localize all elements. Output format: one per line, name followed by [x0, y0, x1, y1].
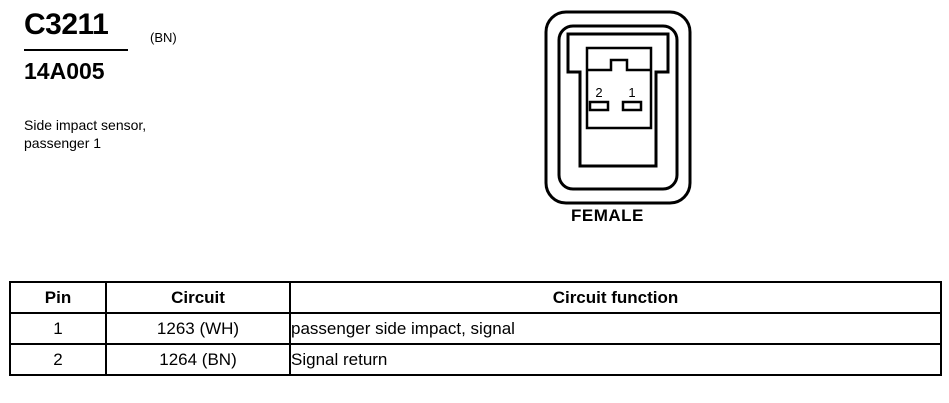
cell-function: passenger side impact, signal	[289, 312, 942, 345]
connector-face-diagram: 2 1	[544, 10, 692, 205]
cell-pin: 2	[9, 343, 107, 376]
pin-label-1: 1	[628, 85, 635, 100]
pin-terminal-2	[588, 100, 610, 112]
connector-id: C3211	[24, 8, 109, 41]
connector-latch-tab	[566, 32, 670, 168]
cell-circuit: 1263 (WH)	[105, 312, 291, 345]
table-header-row: Pin Circuit Circuit function	[9, 281, 942, 314]
description-line-1: Side impact sensor,	[24, 117, 147, 133]
header-pin: Pin	[9, 281, 107, 314]
part-number: 14A005	[24, 58, 105, 84]
cell-circuit: 1264 (BN)	[105, 343, 291, 376]
header-circuit: Circuit	[105, 281, 291, 314]
description-line-2: passenger 1	[24, 135, 102, 151]
cell-pin: 1	[9, 312, 107, 345]
connector-gender-label: FEMALE	[571, 206, 644, 225]
connector-color-code: (BN)	[150, 30, 177, 45]
table-row: 2 1264 (BN) Signal return	[9, 343, 942, 376]
pin-terminal-1	[621, 100, 643, 112]
table-row: 1 1263 (WH) passenger side impact, signa…	[9, 312, 942, 345]
title-underline	[24, 49, 128, 51]
connector-description: Side impact sensor, passenger 1	[24, 116, 244, 152]
pin-table: Pin Circuit Circuit function 1 1263 (WH)…	[9, 281, 942, 376]
cell-function: Signal return	[289, 343, 942, 376]
terminal-cavity-outline	[585, 46, 653, 130]
header-circuit-function: Circuit function	[289, 281, 942, 314]
connector-housing	[544, 10, 692, 205]
connector-key	[587, 58, 651, 72]
pin-label-2: 2	[595, 85, 602, 100]
